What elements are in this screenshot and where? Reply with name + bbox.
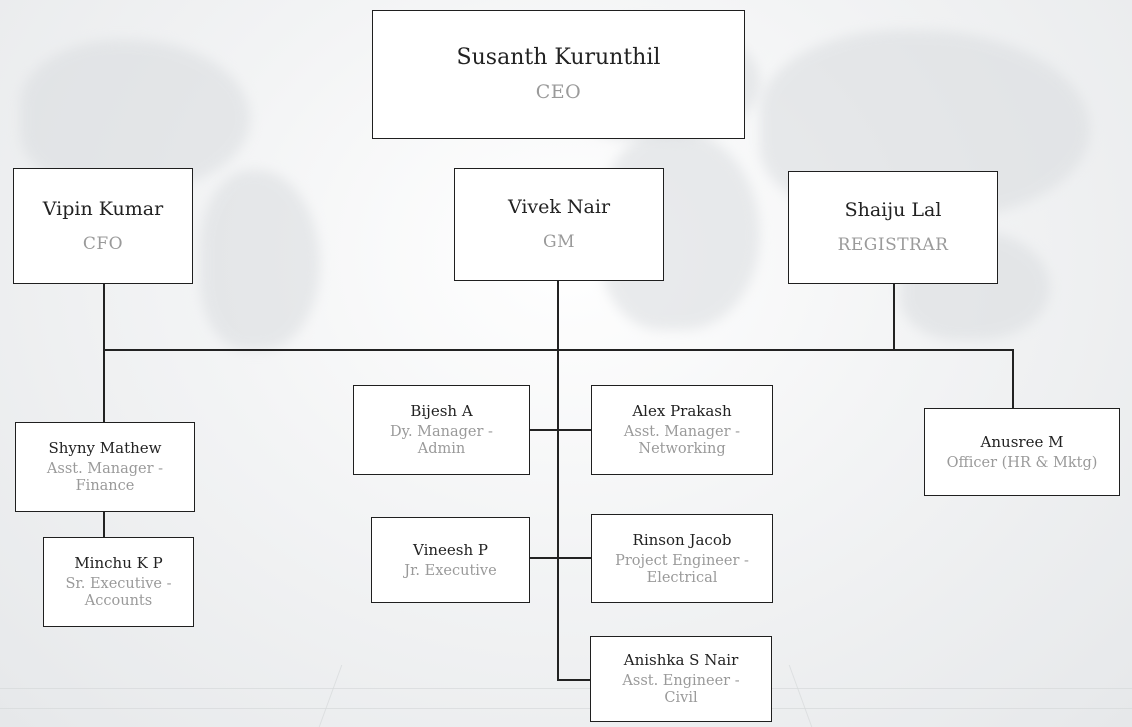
node-vineesh-name: Vineesh P <box>413 540 488 559</box>
connector-shyny-minchu <box>103 511 105 537</box>
connector-gm-spine <box>557 281 559 680</box>
node-rinson-role-line1: Project Engineer - <box>615 552 749 569</box>
node-rinson: Rinson Jacob Project Engineer - Electric… <box>591 514 773 603</box>
node-alex-role-line2: Networking <box>638 441 726 457</box>
node-bijesh-role-line2: Admin <box>417 441 466 457</box>
connector-registrar-down <box>893 283 895 350</box>
node-registrar: Shaiju Lal REGISTRAR <box>788 171 998 284</box>
node-minchu: Minchu K P Sr. Executive - Accounts <box>43 537 194 627</box>
node-shyny-name: Shyny Mathew <box>48 439 162 458</box>
node-bijesh: Bijesh A Dy. Manager - Admin <box>353 385 530 475</box>
node-registrar-name: Shaiju Lal <box>844 199 942 222</box>
node-rinson-role-line2: Electrical <box>646 569 718 586</box>
node-anishka-role-line2: Civil <box>664 690 698 706</box>
node-minchu-name: Minchu K P <box>74 554 163 573</box>
node-anusree-name: Anusree M <box>980 432 1064 451</box>
node-ceo: Susanth Kurunthil CEO <box>372 10 745 139</box>
connector-cfo-down <box>103 283 105 423</box>
node-alex-role-line1: Asst. Manager - <box>623 424 741 441</box>
node-anusree-role: Officer (HR & Mktg) <box>946 454 1098 471</box>
node-anishka: Anishka S Nair Asst. Engineer - Civil <box>590 636 772 722</box>
node-rinson-name: Rinson Jacob <box>632 530 732 549</box>
connector-anusree-down <box>1012 349 1014 409</box>
connector-anishka-stub <box>557 679 591 681</box>
node-gm: Vivek Nair GM <box>454 168 664 281</box>
node-ceo-name: Susanth Kurunthil <box>456 45 661 71</box>
node-gm-name: Vivek Nair <box>507 196 611 219</box>
node-alex-name: Alex Prakash <box>632 402 732 421</box>
node-ceo-role: CEO <box>535 80 582 103</box>
node-anishka-name: Anishka S Nair <box>623 651 739 670</box>
node-cfo: Vipin Kumar CFO <box>13 168 193 284</box>
node-vineesh: Vineesh P Jr. Executive <box>371 517 530 603</box>
node-minchu-role-line1: Sr. Executive - <box>65 576 172 593</box>
node-shyny-role-line1: Asst. Manager - <box>46 461 164 478</box>
node-cfo-role: CFO <box>82 233 124 254</box>
node-bijesh-name: Bijesh A <box>410 402 473 421</box>
node-minchu-role-line2: Accounts <box>84 593 153 609</box>
connector-vineesh-rinson <box>529 557 592 559</box>
node-vineesh-role: Jr. Executive <box>404 562 497 579</box>
node-shyny-role-line2: Finance <box>75 478 135 494</box>
node-shyny: Shyny Mathew Asst. Manager - Finance <box>15 422 195 512</box>
node-gm-role: GM <box>543 232 575 253</box>
node-alex: Alex Prakash Asst. Manager - Networking <box>591 385 773 475</box>
node-registrar-role: REGISTRAR <box>837 235 949 256</box>
node-anishka-role-line1: Asst. Engineer - <box>622 673 740 690</box>
connector-bijesh-alex <box>529 429 592 431</box>
node-cfo-name: Vipin Kumar <box>42 197 164 220</box>
node-bijesh-role-line1: Dy. Manager - <box>390 424 493 441</box>
node-anusree: Anusree M Officer (HR & Mktg) <box>924 408 1120 496</box>
